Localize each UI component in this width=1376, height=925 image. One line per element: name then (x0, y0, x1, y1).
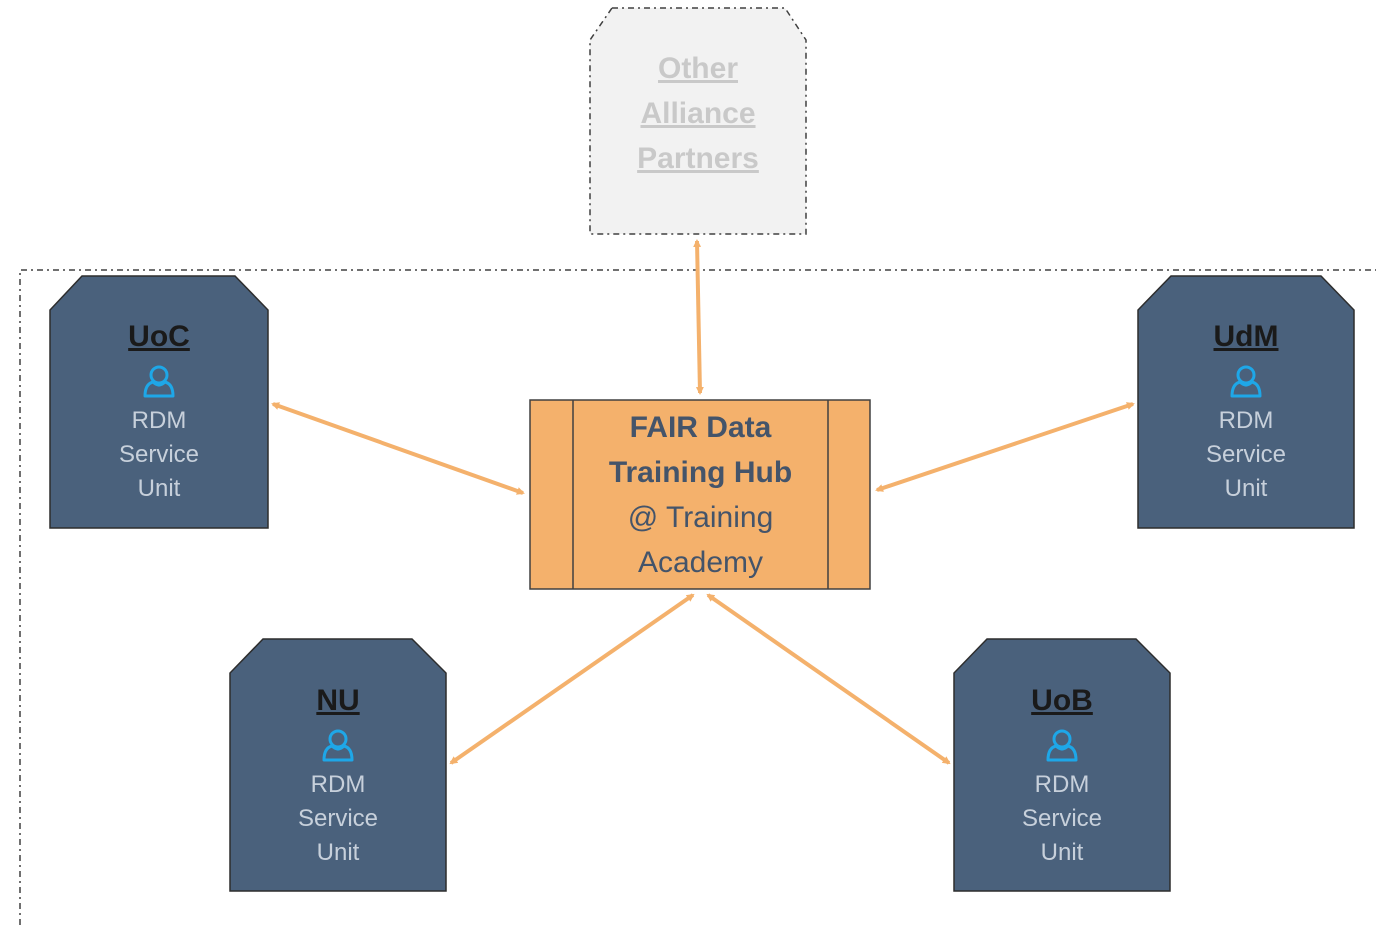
hub-shape (529, 399, 871, 590)
alliance-boundary (19, 269, 1376, 925)
partner-udm-line-3: Unit (1224, 475, 1268, 502)
arrow-hub-external (693, 239, 704, 395)
arrow-hub-uoc (271, 402, 525, 495)
partner-uob: UoB RDM Service Unit (954, 684, 1170, 870)
partner-udm-line-1: RDM (1218, 407, 1274, 434)
other-partners-line-2: Alliance (640, 97, 756, 130)
partner-uob-line-2: Service (1021, 805, 1103, 832)
partner-uoc-line-2: Service (118, 441, 200, 468)
uob-shape (953, 638, 1171, 892)
hub-title-line-2: Training Hub (608, 456, 793, 489)
partner-uob-line-1: RDM (1034, 771, 1090, 798)
arrow-hub-udm (875, 402, 1135, 492)
partner-nu-name: NU (316, 684, 360, 717)
partner-uob-name: UoB (1031, 684, 1093, 717)
partner-nu-line-3: Unit (316, 839, 360, 866)
hub-subtitle-line-1: @ Training (627, 501, 774, 534)
person-icon (318, 724, 358, 764)
other-partners-line-3: Partners (637, 142, 759, 175)
uoc-shape (49, 275, 269, 529)
nu-shape (229, 638, 447, 892)
partner-uoc: UoC RDM Service Unit (50, 320, 268, 506)
partner-udm-line-2: Service (1205, 441, 1287, 468)
hub-title-line-1: FAIR Data (629, 411, 772, 444)
udm-shape (1137, 275, 1355, 529)
partner-nu: NU RDM Service Unit (230, 684, 446, 870)
other-partners-line-1: Other (657, 52, 738, 85)
person-icon (139, 360, 179, 400)
partner-udm-name: UdM (1213, 320, 1279, 353)
partner-nu-line-2: Service (297, 805, 379, 832)
partner-uoc-name: UoC (128, 320, 190, 353)
person-icon (1226, 360, 1266, 400)
partner-udm: UdM RDM Service Unit (1138, 320, 1354, 506)
hub-label: FAIR Data Training Hub @ Training Academ… (573, 405, 828, 585)
partner-uoc-line-3: Unit (137, 475, 181, 502)
arrow-hub-uob (706, 593, 951, 765)
partner-uoc-line-1: RDM (131, 407, 187, 434)
hub-subtitle-line-2: Academy (637, 546, 764, 579)
partner-uob-line-3: Unit (1040, 839, 1084, 866)
other-partners-shape (589, 7, 807, 235)
person-icon (1042, 724, 1082, 764)
other-partners-label: Other Alliance Partners (590, 46, 806, 181)
arrow-hub-nu (449, 593, 695, 765)
partner-nu-line-1: RDM (310, 771, 366, 798)
